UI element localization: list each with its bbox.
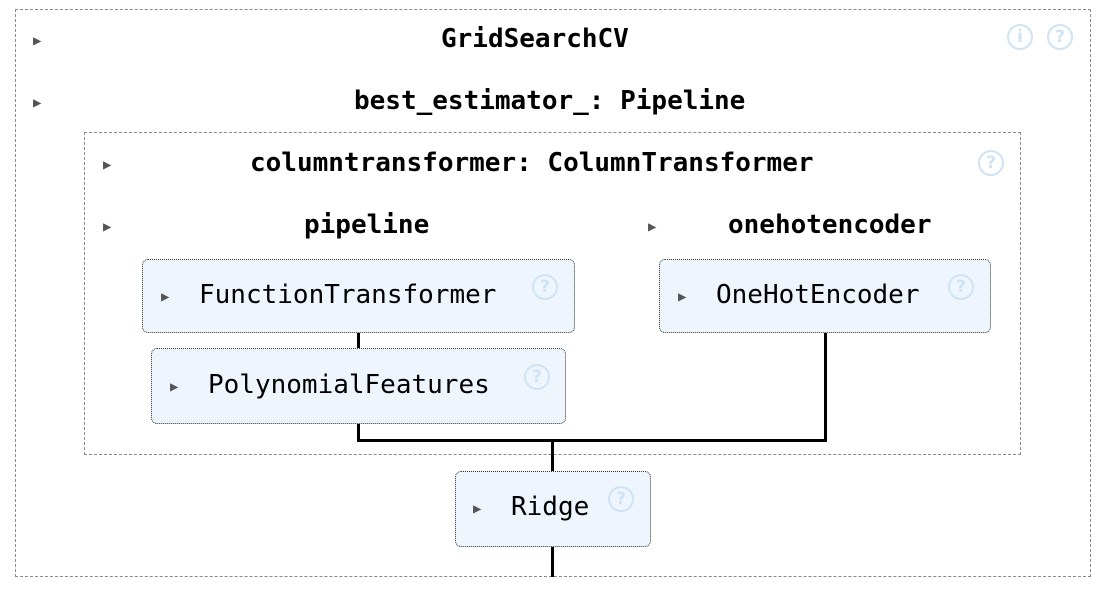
onehotencoder-help-icon[interactable]: ? bbox=[948, 274, 974, 300]
onehotencoder-label[interactable]: OneHotEncoder bbox=[716, 280, 920, 310]
onehotencoder-title[interactable]: onehotencoder bbox=[728, 210, 932, 240]
connector-ohe-down bbox=[824, 332, 827, 442]
gridsearchcv-title[interactable]: GridSearchCV bbox=[441, 24, 629, 54]
polynomialfeatures-toggle-arrow[interactable]: ▶ bbox=[170, 379, 179, 395]
polynomialfeatures-help-icon[interactable]: ? bbox=[524, 364, 550, 390]
columntransformer-title[interactable]: columntransformer: ColumnTransformer bbox=[250, 148, 814, 178]
columntransformer-help-icon[interactable]: ? bbox=[978, 150, 1004, 176]
connector-ridge-out bbox=[551, 546, 554, 577]
connector-to-ridge bbox=[551, 439, 554, 472]
connector-merge-horizontal bbox=[357, 439, 827, 442]
info-icon[interactable]: i bbox=[1007, 24, 1033, 50]
functiontransformer-label[interactable]: FunctionTransformer bbox=[199, 280, 497, 310]
pipeline-title[interactable]: pipeline bbox=[304, 210, 430, 240]
functiontransformer-help-icon[interactable]: ? bbox=[532, 274, 558, 300]
functiontransformer-box[interactable] bbox=[142, 259, 575, 333]
polynomialfeatures-label[interactable]: PolynomialFeatures bbox=[208, 370, 490, 400]
functiontransformer-toggle-arrow[interactable]: ▶ bbox=[161, 289, 170, 305]
ridge-help-icon[interactable]: ? bbox=[608, 486, 634, 512]
best-estimator-toggle-arrow[interactable]: ▶ bbox=[33, 95, 42, 111]
connector-pf-down bbox=[357, 424, 360, 442]
ridge-label[interactable]: Ridge bbox=[511, 492, 590, 522]
ridge-toggle-arrow[interactable]: ▶ bbox=[473, 501, 482, 517]
onehotencoder-step-toggle-arrow[interactable]: ▶ bbox=[678, 289, 687, 305]
onehotencoder-box[interactable] bbox=[659, 259, 991, 333]
best-estimator-title[interactable]: best_estimator_: Pipeline bbox=[354, 86, 746, 116]
onehotencoder-toggle-arrow[interactable]: ▶ bbox=[648, 219, 657, 235]
gridsearchcv-toggle-arrow[interactable]: ▶ bbox=[33, 33, 42, 49]
help-icon[interactable]: ? bbox=[1047, 24, 1073, 50]
polynomialfeatures-box[interactable] bbox=[151, 348, 566, 424]
connector-ft-to-pf bbox=[357, 332, 360, 349]
columntransformer-toggle-arrow[interactable]: ▶ bbox=[103, 157, 112, 173]
pipeline-toggle-arrow[interactable]: ▶ bbox=[103, 219, 112, 235]
